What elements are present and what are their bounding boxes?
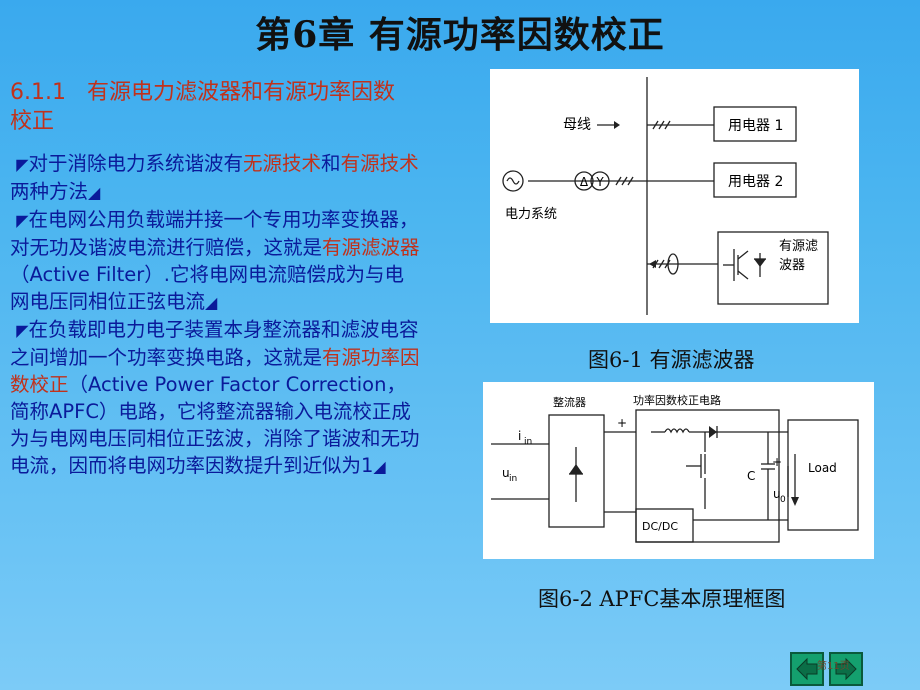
- figure-2-caption: 图6-2 APFC基本原理框图: [538, 587, 786, 611]
- load-2-label: 用电器 2: [728, 174, 783, 190]
- paragraph-1: ◤对于消除电力系统谐波有无源技术和有源技术两种方法◢: [10, 150, 420, 206]
- pfc-label: 功率因数校正电路: [633, 393, 721, 407]
- power-system-label: 电力系统: [505, 207, 557, 222]
- bullet-end-mark: ◢: [88, 183, 101, 202]
- rectifier-label: 整流器: [553, 395, 586, 409]
- p3-text: 在负载即电力电子装置本身整流器和滤波电容之间增加一个功率变换电路，这就是: [10, 318, 419, 369]
- bullet-end-mark: ◢: [205, 293, 218, 312]
- plus-sign: +: [617, 416, 627, 430]
- bullet-start-mark: ◤: [16, 155, 29, 174]
- input-current-label: i: [518, 429, 521, 443]
- active-filter-diagram: 母线 用电器 1 用电器 2 电力系统 有源滤 波器 Δ Y: [502, 77, 829, 315]
- bus-label: 母线: [563, 117, 591, 133]
- load-label: Load: [808, 461, 837, 475]
- prev-page-button[interactable]: [790, 652, 824, 686]
- load-1-label: 用电器 1: [728, 118, 783, 134]
- filter-label-line1: 有源滤: [779, 239, 818, 254]
- p1-text-end: 两种方法: [10, 180, 89, 203]
- filter-label-line2: 波器: [779, 258, 805, 273]
- section-heading: 6.1.1 有源电力滤波器和有源功率因数校正: [10, 78, 405, 136]
- section-title: 有源电力滤波器和有源功率因数校正: [10, 80, 395, 134]
- bullet-start-mark: ◤: [16, 211, 29, 230]
- paragraph-2: ◤在电网公用负载端并接一个专用功率变换器，对无功及谐波电流进行赔偿，这就是有源滤…: [10, 206, 420, 316]
- next-page-button[interactable]: [829, 652, 863, 686]
- paragraph-3: ◤在负载即电力电子装置本身整流器和滤波电容之间增加一个功率变换电路，这就是有源功…: [10, 316, 420, 480]
- output-voltage-label: u: [773, 487, 781, 501]
- input-voltage-label: u: [502, 466, 510, 480]
- p1-highlight-active: 有源技术: [340, 152, 419, 175]
- arrow-left-icon: [796, 657, 818, 681]
- p1-text-and: 和: [321, 152, 341, 175]
- bullet-start-mark: ◤: [16, 321, 29, 340]
- p3-text-end: （Active Power Factor Correction，简称APFC）电…: [10, 373, 420, 477]
- section-number: 6.1.1: [10, 80, 66, 105]
- p2-highlight: 有源滤波器: [322, 236, 420, 259]
- figure-active-filter: 母线 用电器 1 用电器 2 电力系统 有源滤 波器 Δ Y: [490, 69, 859, 323]
- wye-symbol: Y: [595, 175, 604, 189]
- p1-text: 对于消除电力系统谐波有: [28, 152, 244, 175]
- p3-highlight: 有源功率因数校正: [10, 346, 420, 396]
- p1-highlight-passive: 无源技术: [243, 152, 322, 175]
- p2-text-end: （Active Filter）.它将电网电流赔偿成为与电网电压同相位正弦电流: [10, 263, 405, 313]
- figure-1-caption: 图6-1 有源滤波器: [588, 348, 755, 372]
- cap-plus-sign: +: [772, 455, 782, 469]
- apfc-diagram: 整流器 功率因数校正电路 i in u in + C + u 0 Load DC…: [491, 393, 859, 543]
- dcdc-label: DC/DC: [642, 520, 678, 533]
- input-current-sub: in: [524, 437, 532, 447]
- bullet-end-mark: ◢: [373, 457, 386, 476]
- input-voltage-sub: in: [509, 474, 517, 484]
- p2-text: 在电网公用负载端并接一个专用功率变换器，对无功及谐波电流进行赔偿，这就是: [10, 208, 419, 259]
- figure-apfc: 整流器 功率因数校正电路 i in u in + C + u 0 Load DC…: [483, 382, 874, 559]
- delta-symbol: Δ: [580, 175, 589, 189]
- output-voltage-sub: 0: [780, 495, 786, 505]
- page-title: 第6章 有源功率因数校正: [255, 14, 665, 56]
- page-number: 第11页: [817, 661, 850, 672]
- arrow-right-icon: [835, 657, 857, 681]
- capacitor-label: C: [747, 469, 755, 483]
- body-text: ◤对于消除电力系统谐波有无源技术和有源技术两种方法◢ ◤在电网公用负载端并接一个…: [10, 150, 420, 480]
